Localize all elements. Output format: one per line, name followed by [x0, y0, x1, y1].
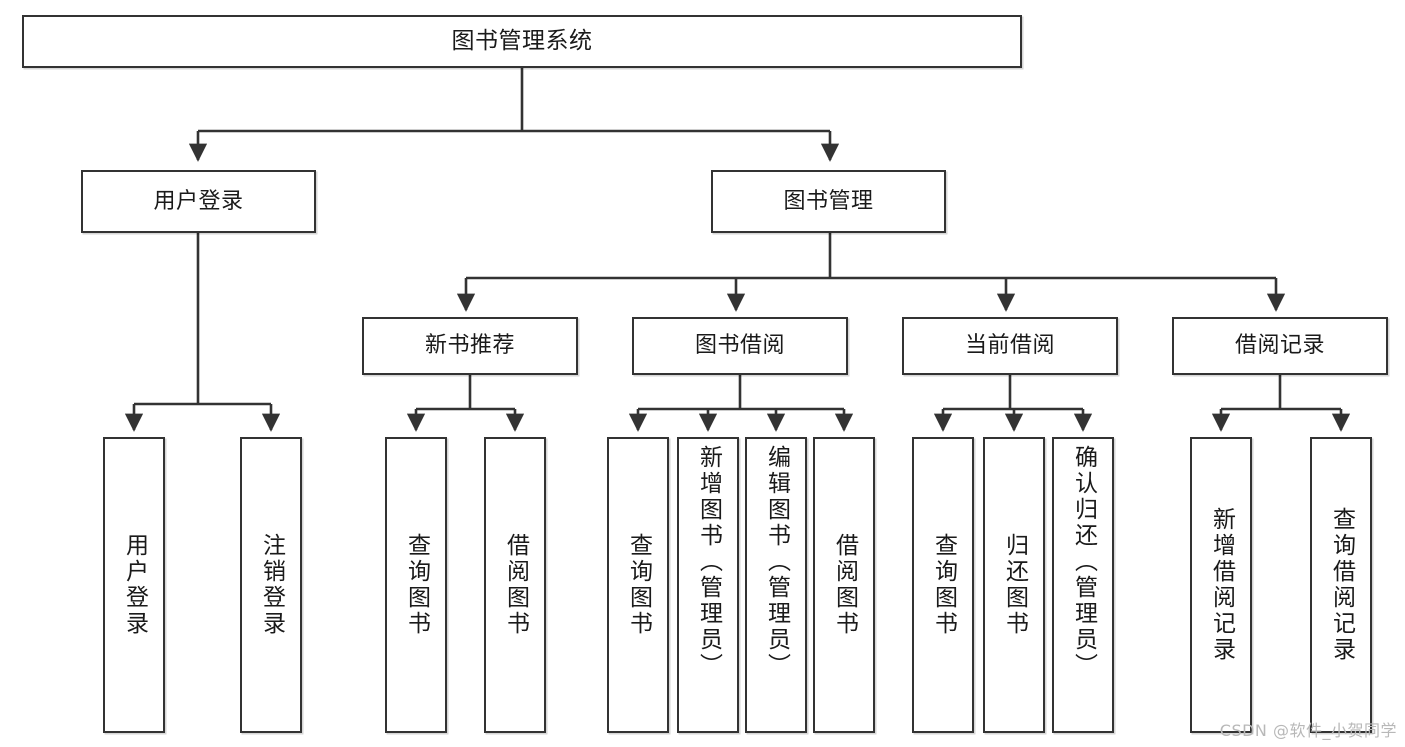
node-leaf-query-book-1-label: 查询图书	[403, 533, 430, 637]
node-leaf-query-book-3[interactable]: 查询图书	[912, 437, 974, 733]
node-leaf-add-book[interactable]: 新增图书（管理员）	[677, 437, 739, 733]
node-borrow-record[interactable]: 借阅记录	[1172, 317, 1388, 375]
node-leaf-confirm-return[interactable]: 确认归还（管理员）	[1052, 437, 1114, 733]
node-new-book-recommend-label: 新书推荐	[424, 333, 515, 359]
node-leaf-user-login[interactable]: 用户登录	[103, 437, 165, 733]
node-book-borrow[interactable]: 图书借阅	[632, 317, 848, 375]
node-leaf-query-book-1[interactable]: 查询图书	[385, 437, 447, 733]
node-leaf-query-record[interactable]: 查询借阅记录	[1310, 437, 1372, 733]
node-book-borrow-label: 图书借阅	[694, 333, 785, 359]
node-root[interactable]: 图书管理系统	[22, 15, 1022, 68]
node-leaf-return-book[interactable]: 归还图书	[983, 437, 1045, 733]
node-leaf-query-book-3-label: 查询图书	[930, 533, 957, 637]
node-user-login-label: 用户登录	[153, 188, 244, 214]
node-leaf-user-logout[interactable]: 注销登录	[240, 437, 302, 733]
node-current-borrow[interactable]: 当前借阅	[902, 317, 1118, 375]
node-leaf-edit-book[interactable]: 编辑图书（管理员）	[745, 437, 807, 733]
node-leaf-borrow-book-2-label: 借阅图书	[831, 533, 858, 637]
node-leaf-add-record-label: 新增借阅记录	[1208, 507, 1235, 663]
node-current-borrow-label: 当前借阅	[964, 333, 1055, 359]
node-leaf-return-book-label: 归还图书	[1001, 533, 1028, 637]
node-borrow-record-label: 借阅记录	[1234, 333, 1325, 359]
node-leaf-edit-book-label: 编辑图书（管理员）	[763, 445, 790, 679]
watermark: CSDN @软件_小贺同学	[1219, 721, 1397, 740]
node-leaf-confirm-return-label: 确认归还（管理员）	[1070, 445, 1097, 679]
node-leaf-query-book-2[interactable]: 查询图书	[607, 437, 669, 733]
node-leaf-user-logout-label: 注销登录	[258, 533, 285, 637]
node-root-label: 图书管理系统	[451, 27, 593, 54]
node-leaf-add-record[interactable]: 新增借阅记录	[1190, 437, 1252, 733]
node-leaf-user-login-label: 用户登录	[121, 533, 148, 637]
node-leaf-query-book-2-label: 查询图书	[625, 533, 652, 637]
node-leaf-query-record-label: 查询借阅记录	[1328, 507, 1355, 663]
node-leaf-borrow-book-1-label: 借阅图书	[502, 533, 529, 637]
node-user-login[interactable]: 用户登录	[81, 170, 316, 233]
node-leaf-borrow-book-2[interactable]: 借阅图书	[813, 437, 875, 733]
node-book-manage-label: 图书管理	[783, 188, 874, 214]
node-book-manage[interactable]: 图书管理	[711, 170, 946, 233]
node-leaf-borrow-book-1[interactable]: 借阅图书	[484, 437, 546, 733]
node-new-book-recommend[interactable]: 新书推荐	[362, 317, 578, 375]
node-leaf-add-book-label: 新增图书（管理员）	[695, 445, 722, 679]
